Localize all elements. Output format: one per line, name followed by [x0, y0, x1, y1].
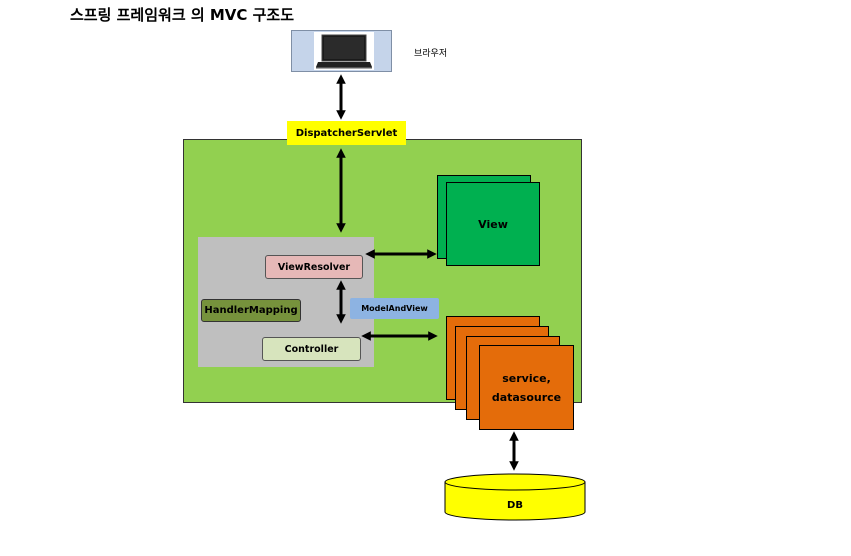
browser-label: 브라우저 [414, 49, 448, 59]
handler-mapping-box: HandlerMapping [201, 299, 301, 322]
view-resolver-box: ViewResolver [265, 255, 363, 279]
controller-box: Controller [262, 337, 361, 361]
browser-image [291, 30, 392, 72]
dispatcher-servlet-box: DispatcherServlet [287, 121, 406, 145]
datasource-label: datasource [491, 390, 562, 404]
laptop-icon [314, 32, 374, 70]
diagram-title: 스프링 프레임워크 의 MVC 구조도 [70, 6, 295, 24]
view-box: View [446, 182, 540, 266]
service-datasource-box: service, datasource [479, 345, 574, 430]
db-label: DB [507, 500, 523, 511]
service-label: service, [502, 371, 551, 385]
db-cylinder [444, 473, 586, 521]
model-and-view-box: ModelAndView [350, 298, 439, 319]
